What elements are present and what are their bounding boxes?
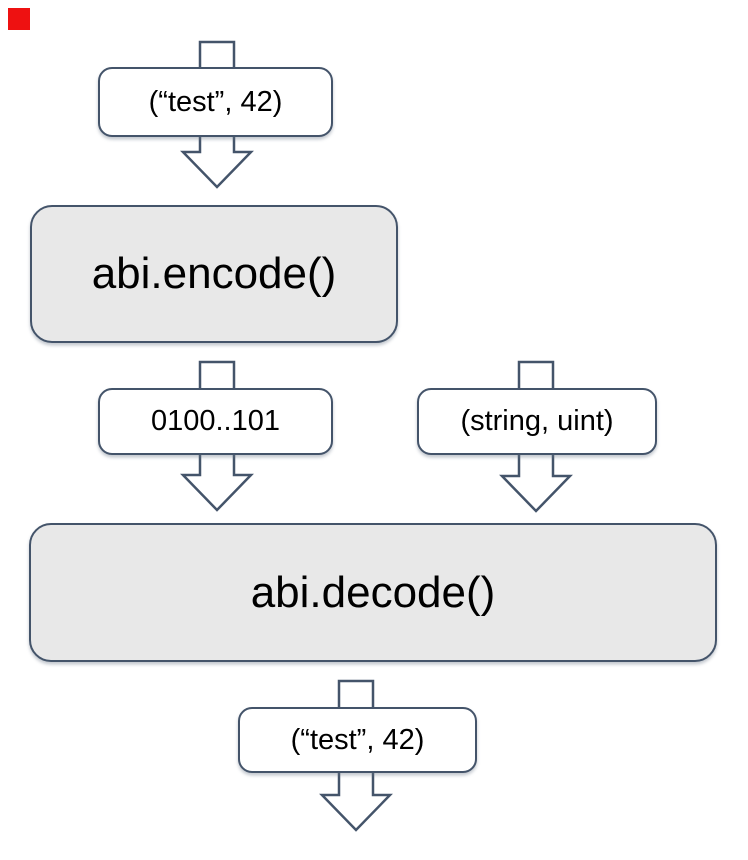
node-input-tuple-label: (“test”, 42) [148, 85, 283, 118]
node-type-tuple-label: (string, uint) [460, 405, 614, 437]
node-encoded-bytes: 0100..101 [98, 388, 333, 455]
node-input-tuple: (“test”, 42) [98, 67, 333, 137]
node-abi-encode: abi.encode() [30, 205, 398, 343]
node-type-tuple: (string, uint) [417, 388, 657, 455]
node-abi-decode: abi.decode() [29, 523, 717, 662]
red-marker-square [8, 8, 30, 30]
node-abi-encode-label: abi.encode() [91, 249, 337, 298]
node-encoded-bytes-label: 0100..101 [150, 405, 280, 437]
node-output-tuple: (“test”, 42) [238, 707, 477, 773]
node-abi-decode-label: abi.decode() [250, 567, 496, 617]
node-output-tuple-label: (“test”, 42) [290, 723, 425, 756]
